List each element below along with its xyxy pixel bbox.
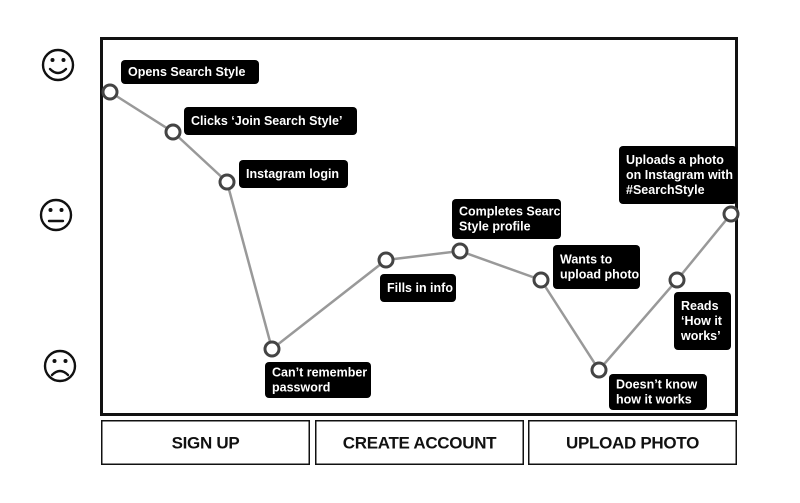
journey-node-5: [377, 251, 395, 269]
step-label-box: [619, 146, 737, 204]
step-label-text: password: [272, 381, 330, 395]
journey-nodes: [101, 83, 740, 379]
step-label-text: Doesn’t know: [616, 378, 698, 392]
stage-box: [528, 420, 737, 465]
stage-create-account: CREATE ACCOUNT: [315, 420, 524, 465]
step-label-box: [121, 60, 259, 84]
journey-node-7: [532, 271, 550, 289]
journey-node-1: [101, 83, 119, 101]
step-label-text: upload photo: [560, 268, 640, 282]
step-label-text: Opens Search Style: [128, 65, 245, 79]
step-label-text: Wants to: [560, 253, 613, 267]
step-label-box: [553, 245, 640, 289]
step-label-6: Completes SearchStyle profile: [452, 199, 568, 239]
chart-frame: [100, 37, 738, 416]
step-label-box: [184, 107, 357, 135]
stage-row: SIGN UP CREATE ACCOUNT UPLOAD PHOTO: [101, 420, 737, 465]
journey-node-4: [263, 340, 281, 358]
step-label-text: how it works: [616, 393, 692, 407]
journey-path: [109, 90, 732, 373]
stage-label: CREATE ACCOUNT: [343, 434, 497, 453]
step-label-text: Reads: [681, 299, 719, 313]
step-label-text: Completes Search: [459, 205, 568, 219]
step-label-text: on Instagram with: [626, 168, 733, 182]
step-label-box: [609, 374, 707, 410]
step-label-box: [380, 274, 456, 302]
stage-label: UPLOAD PHOTO: [566, 434, 699, 453]
journey-node-10: [722, 205, 740, 223]
step-label-2: Clicks ‘Join Search Style’: [184, 107, 357, 135]
journey-line: [109, 90, 732, 373]
sad-face-icon: [43, 349, 77, 383]
step-label-box: [452, 199, 561, 239]
journey-node-8: [590, 361, 608, 379]
step-label-box: [239, 160, 348, 188]
neutral-face-icon: [39, 198, 73, 232]
step-label-text: #SearchStyle: [626, 183, 705, 197]
stage-box: [315, 420, 524, 465]
journey-node-2: [164, 123, 182, 141]
stage-upload-photo: UPLOAD PHOTO: [528, 420, 737, 465]
step-label-5: Fills in info: [380, 274, 456, 302]
step-label-text: works’: [680, 329, 721, 343]
stage-box: [101, 420, 310, 465]
step-label-box: [265, 362, 371, 398]
journey-node-6: [451, 242, 469, 260]
stage-sign-up: SIGN UP: [101, 420, 310, 465]
step-label-text: Can’t remember: [272, 366, 367, 380]
step-label-text: Style profile: [459, 220, 531, 234]
step-label-3: Instagram login: [239, 160, 348, 188]
journey-node-3: [218, 173, 236, 191]
step-label-box: [674, 292, 731, 350]
step-label-1: Opens Search Style: [121, 60, 259, 84]
stage-label: SIGN UP: [172, 434, 240, 453]
step-label-text: ‘How it: [681, 314, 723, 328]
step-label-text: Clicks ‘Join Search Style’: [191, 114, 342, 128]
journey-node-9: [668, 271, 686, 289]
happy-face-icon: [41, 48, 75, 82]
step-label-text: Fills in info: [387, 281, 453, 295]
step-label-text: Instagram login: [246, 167, 339, 181]
step-label-text: Uploads a photo: [626, 153, 724, 167]
